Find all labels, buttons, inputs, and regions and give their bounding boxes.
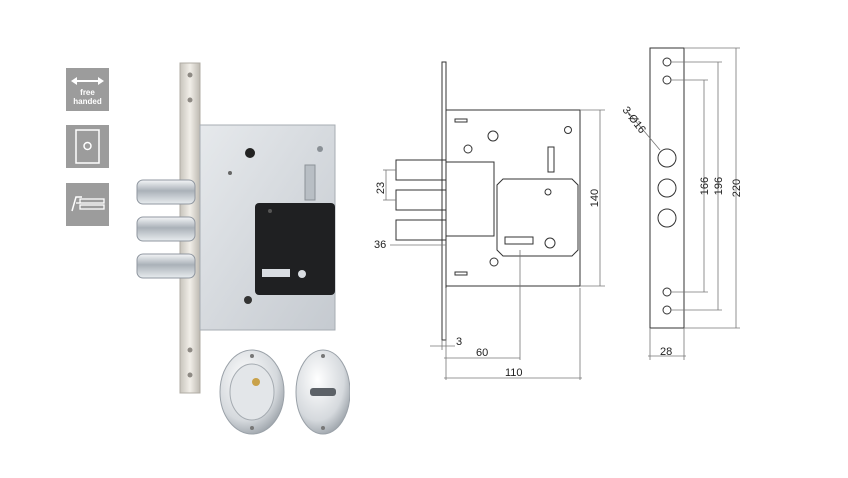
dim-36: 36	[374, 239, 386, 251]
drawing-case	[445, 109, 581, 287]
escutcheon-cylinder	[219, 349, 285, 435]
dim-220: 220	[731, 179, 743, 197]
drawing-front-plate	[649, 47, 685, 329]
drawing-bolt-1	[395, 159, 447, 181]
escutcheon-badge	[66, 125, 109, 168]
dim-3: 3	[456, 336, 462, 348]
dim-110: 110	[505, 367, 523, 379]
dim-196: 196	[713, 177, 725, 195]
technical-drawing: 23 36 3 60 110 140 166 196 220 28 3-Ø16	[374, 47, 743, 380]
dim-140: 140	[589, 189, 601, 207]
dim-holes: 3-Ø16	[620, 104, 648, 135]
dim-166: 166	[699, 177, 711, 195]
bolt-top	[136, 179, 196, 205]
dim-23: 23	[375, 182, 387, 194]
escutcheon-keyhole	[295, 349, 350, 435]
badge-label-line2: handed	[73, 97, 102, 106]
double-arrow-icon	[71, 77, 104, 85]
mechanism-cover	[255, 203, 335, 295]
dim-28: 28	[660, 346, 672, 358]
drawing-faceplate	[441, 61, 447, 341]
free-handed-badge: free handed	[66, 68, 109, 111]
escutcheon-icon	[75, 129, 100, 164]
drawing-bolt-2	[395, 189, 447, 211]
bolt-icon	[71, 196, 105, 212]
bolt-bottom	[136, 253, 196, 279]
badge-label-line1: free	[80, 88, 95, 97]
deadbolt-badge	[66, 183, 109, 226]
dim-60: 60	[476, 347, 488, 359]
drawing-bolt-3	[395, 219, 447, 241]
lock-product-image	[136, 62, 350, 435]
bolt-middle	[136, 216, 196, 242]
